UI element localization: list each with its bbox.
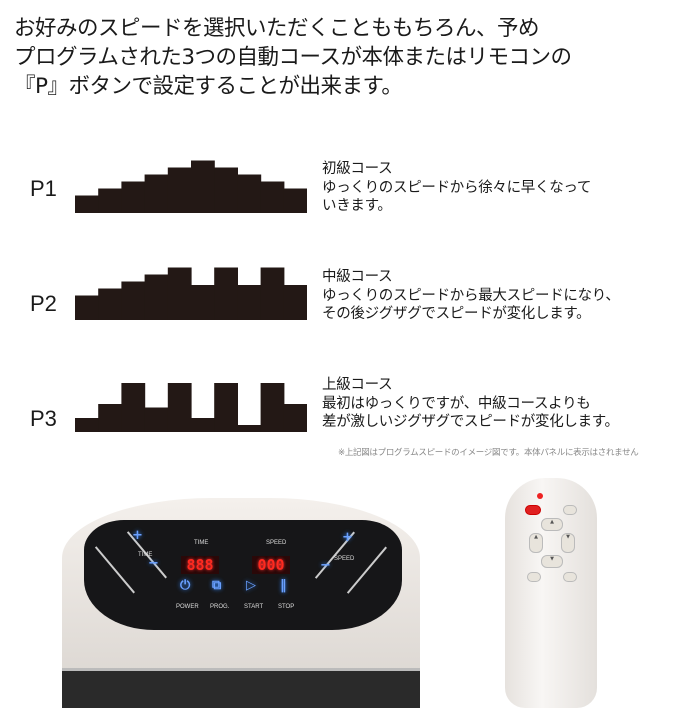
speed-step-bar <box>214 383 238 432</box>
led-indicator <box>537 493 543 499</box>
speed-step-bar <box>144 407 169 432</box>
course-title: 中級コース <box>322 269 393 285</box>
stop-label: STOP <box>278 604 295 610</box>
remote-button[interactable] <box>563 572 577 582</box>
speed-step-bar <box>283 404 307 432</box>
left-button[interactable]: ▲ <box>529 533 543 553</box>
course-chart-p2 <box>75 267 307 320</box>
course-desc-p2: 中級コース ゆっくりのスピードから最大スピードになり、 その後ジグザグでスピード… <box>322 268 620 324</box>
remote-button[interactable] <box>527 572 541 582</box>
prog-icon[interactable]: ⧉ <box>212 578 222 593</box>
speed-step-bar <box>214 167 238 213</box>
speed-step-bar <box>98 188 122 213</box>
speed-display: 000 <box>252 556 290 574</box>
speed-step-bar <box>260 181 285 213</box>
course-desc-line: ゆっくりのスピードから徐々に早くなって <box>322 179 592 196</box>
power-button[interactable] <box>525 505 541 515</box>
course-desc-p1: 初級コース ゆっくりのスピードから徐々に早くなって いきます。 <box>322 160 591 216</box>
speed-step-bar <box>121 281 146 320</box>
intro-text: お好みのスピードを選択いただくことももちろん、予め プログラムされた3つの自動コ… <box>14 14 694 101</box>
start-icon[interactable]: ▷ <box>246 578 256 593</box>
right-button[interactable]: ▼ <box>561 533 575 553</box>
speed-step-bar <box>75 195 99 213</box>
speed-step-bar <box>260 383 285 432</box>
speed-step-bar <box>237 174 262 213</box>
course-desc-line: ゆっくりのスピードから最大スピードになり、 <box>322 287 620 304</box>
divider <box>346 546 387 594</box>
intro-line: 『P』ボタンで設定することが出来ます。 <box>14 74 403 99</box>
course-desc-line: いきます。 <box>322 198 392 214</box>
course-label-p3: P3 <box>30 406 57 431</box>
time-display: 888 <box>181 556 219 574</box>
speed-step-bar <box>75 418 99 432</box>
course-label-p2: P2 <box>30 291 57 316</box>
power-label: POWER <box>176 604 199 610</box>
speed-step-bar <box>144 274 169 320</box>
speed-down-button[interactable]: ▼ <box>541 555 563 568</box>
speed-step-bar <box>167 267 192 320</box>
course-desc-line: その後ジグザグでスピードが変化します。 <box>322 306 591 322</box>
course-desc-line: 最初はゆっくりですが、中級コースよりも <box>322 395 591 412</box>
footnote: ※上記図はプログラムスピードのイメージ図です。本体パネルに表示はされません <box>338 448 639 458</box>
intro-line: お好みのスピードを選択いただくことももちろん、予め <box>14 16 540 41</box>
speed-up-button[interactable]: ▲ <box>541 518 563 531</box>
speed-step-bar <box>260 267 285 320</box>
course-label-p1: P1 <box>30 176 57 201</box>
speed-label: SPEED <box>266 540 287 546</box>
speed-step-bar <box>167 167 192 213</box>
speed-step-bar <box>237 285 262 320</box>
speed-side-label: SPEED <box>334 556 355 562</box>
course-title: 初級コース <box>322 161 393 177</box>
power-icon[interactable]: ⏻ <box>180 578 191 593</box>
speed-step-bar <box>121 383 146 432</box>
speed-step-bar <box>191 285 215 320</box>
time-side-label: TIME <box>138 552 153 558</box>
time-label: TIME <box>194 540 209 546</box>
speed-step-bar <box>214 267 238 320</box>
time-minus-button[interactable]: − <box>148 556 159 571</box>
machine-base <box>62 668 420 708</box>
time-plus-button[interactable]: + <box>132 528 143 543</box>
remote-control: ▲ ▲ ▼ ▼ <box>505 478 597 708</box>
speed-step-bar <box>144 174 169 213</box>
speed-plus-button[interactable]: + <box>342 530 353 545</box>
speed-step-bar <box>167 383 192 432</box>
machine-photo: + TIME − TIME 888 SPEED 000 + SPEED − ⏻ … <box>62 498 420 708</box>
divider <box>94 546 135 594</box>
speed-step-bar <box>75 295 99 320</box>
course-desc-p3: 上級コース 最初はゆっくりですが、中級コースよりも 差が激しいジグザグでスピード… <box>322 376 619 432</box>
prog-label: PROG. <box>210 604 230 610</box>
intro-line: プログラムされた3つの自動コースが本体またはリモコンの <box>14 45 572 70</box>
speed-step-bar <box>283 188 307 213</box>
speed-step-bar <box>283 285 307 320</box>
speed-step-bar <box>237 425 262 432</box>
speed-step-bar <box>98 288 122 320</box>
stop-icon[interactable]: ‖ <box>280 578 287 593</box>
control-panel: + TIME − TIME 888 SPEED 000 + SPEED − ⏻ … <box>84 520 402 630</box>
start-label: START <box>244 604 264 610</box>
course-chart-p3 <box>75 383 307 432</box>
p-button[interactable] <box>563 505 577 515</box>
speed-step-bar <box>191 160 215 213</box>
speed-step-bar <box>191 418 215 432</box>
speed-step-bar <box>121 181 146 213</box>
course-chart-p1 <box>75 160 307 213</box>
course-desc-line: 差が激しいジグザグでスピードが変化します。 <box>322 414 619 430</box>
speed-step-bar <box>98 404 122 432</box>
course-title: 上級コース <box>322 377 393 393</box>
speed-minus-button[interactable]: − <box>320 558 331 573</box>
